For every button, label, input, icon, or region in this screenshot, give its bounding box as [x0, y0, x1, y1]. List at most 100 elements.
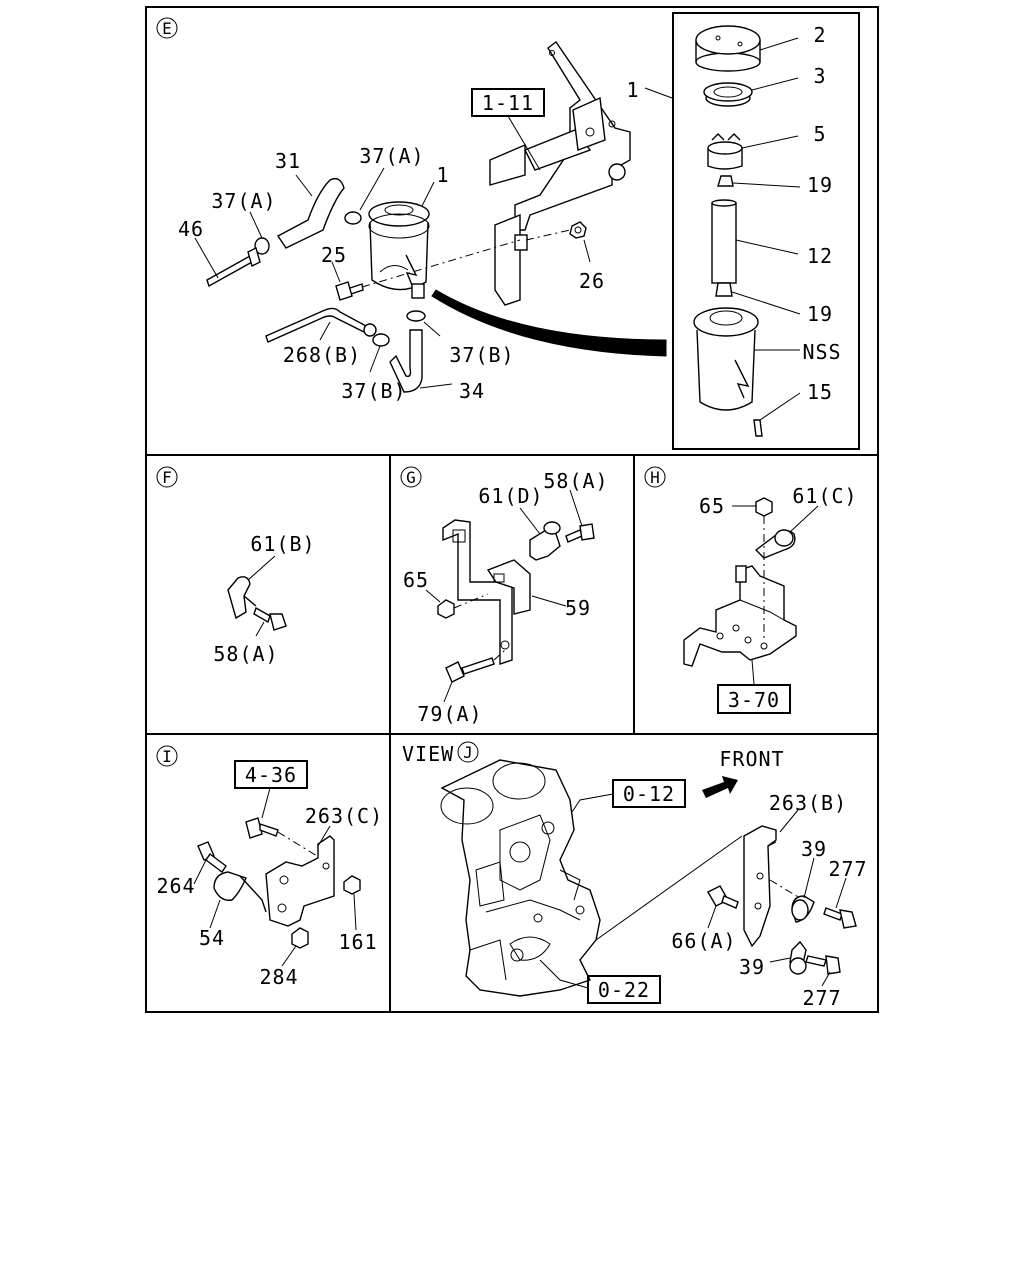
label-3: 3	[813, 64, 826, 88]
grommet-upper	[717, 175, 734, 187]
clamp-37b-right	[406, 310, 426, 322]
section-marker-f: F	[156, 466, 178, 488]
svg-text:1-11: 1-11	[482, 91, 534, 115]
svg-text:0-22: 0-22	[598, 978, 650, 1002]
e-leaders	[194, 167, 591, 389]
label-54: 54	[199, 926, 225, 950]
section-f: F 61(B) 58(A)	[156, 466, 315, 666]
engine-block	[440, 759, 601, 997]
section-marker-h: H	[644, 466, 666, 488]
label-31: 31	[275, 149, 301, 173]
ref-box-3-70: 3-70	[717, 684, 791, 714]
label-19-upper: 19	[807, 173, 833, 197]
label-79a: 79(A)	[417, 702, 482, 726]
label-1: 1	[436, 163, 449, 187]
section-g: G 61(D) 58(A)	[400, 466, 608, 726]
label-263c: 263(C)	[305, 804, 383, 828]
label-46: 46	[178, 217, 204, 241]
svg-text:I: I	[162, 747, 172, 766]
label-37b-right: 37(B)	[449, 343, 514, 367]
basket-part	[707, 133, 743, 170]
svg-text:H: H	[650, 468, 660, 487]
pipe-268b	[265, 307, 367, 343]
label-19-lower: 19	[807, 302, 833, 326]
bolt-58a-g	[565, 523, 595, 543]
front-label: FRONT	[719, 747, 784, 771]
grommet-lower	[715, 282, 733, 297]
label-39-lower: 39	[739, 955, 765, 979]
hose-31	[276, 177, 345, 249]
diagram-frame	[145, 6, 879, 1013]
label-284: 284	[259, 965, 298, 989]
bolt-66a	[707, 885, 739, 909]
bracket-3-70	[683, 565, 797, 667]
bolt-4-36	[245, 817, 279, 839]
svg-text:E: E	[162, 19, 172, 38]
label-268b: 268(B)	[283, 343, 361, 367]
section-marker-g: G	[400, 466, 422, 488]
tube-part	[711, 199, 737, 284]
label-58a-g: 58(A)	[543, 469, 608, 493]
svg-text:J: J	[463, 743, 473, 762]
bolt-277-lower	[805, 955, 841, 975]
svg-text:G: G	[406, 468, 416, 487]
cap-part	[695, 25, 761, 72]
label-37b-bottom: 37(B)	[341, 379, 406, 403]
label-161: 161	[338, 930, 377, 954]
label-12: 12	[807, 244, 833, 268]
callout-swoosh	[431, 289, 667, 357]
svg-text:3-70: 3-70	[728, 688, 780, 712]
label-nss: NSS	[802, 340, 841, 364]
label-59: 59	[565, 596, 591, 620]
clamp-37b-left	[372, 333, 390, 347]
clamp-37a-upper	[344, 211, 362, 225]
ref-box-4-36: 4-36	[234, 760, 308, 789]
label-5: 5	[813, 122, 826, 146]
nut-65-h	[755, 497, 773, 517]
nut-284	[291, 927, 309, 949]
inset-leaders	[644, 37, 801, 421]
hose-34	[389, 329, 423, 393]
seal-ring-part	[703, 82, 753, 107]
label-263b: 263(B)	[769, 791, 847, 815]
label-264: 264	[156, 874, 195, 898]
label-61b: 61(B)	[250, 532, 315, 556]
label-61d: 61(D)	[478, 484, 543, 508]
label-25: 25	[321, 243, 347, 267]
bolt-58a-f	[253, 606, 287, 631]
svg-text:4-36: 4-36	[245, 763, 297, 787]
inset-box	[672, 12, 860, 450]
bracket-assembly	[489, 41, 631, 306]
view-label: VIEW	[402, 742, 454, 766]
front-arrow-icon	[702, 776, 738, 798]
reservoir-part	[368, 201, 430, 299]
bolt-264	[197, 841, 227, 874]
section-j: VIEW J FRONT 0-12	[402, 741, 867, 1010]
label-65-g: 65	[403, 568, 429, 592]
svg-text:0-12: 0-12	[623, 782, 675, 806]
section-marker-i: I	[156, 745, 178, 767]
label-1-inset: 1	[626, 78, 639, 102]
bolt-25	[335, 281, 364, 301]
bracket-263c	[265, 835, 335, 927]
label-61c: 61(C)	[792, 484, 857, 508]
label-26: 26	[579, 269, 605, 293]
section-marker-e: E	[156, 17, 178, 39]
bracket-263b	[743, 825, 777, 948]
clip-39-lower	[789, 940, 807, 975]
svg-text:F: F	[162, 468, 172, 487]
ref-box-0-22: 0-22	[539, 959, 661, 1004]
bolt-46	[206, 246, 261, 288]
section-h: H 65 61(C) 3-70	[644, 466, 857, 714]
bolt-79a	[445, 657, 495, 683]
section-marker-j: J	[457, 741, 479, 763]
nut-26	[569, 221, 587, 239]
label-37a-top: 37(A)	[359, 144, 424, 168]
section-i: I 4-36	[156, 745, 383, 989]
label-15: 15	[807, 380, 833, 404]
label-277-upper: 277	[828, 857, 867, 881]
label-58a-f: 58(A)	[213, 642, 278, 666]
clamp-54	[213, 871, 267, 913]
ref-box-1-11: 1-11	[471, 88, 545, 171]
